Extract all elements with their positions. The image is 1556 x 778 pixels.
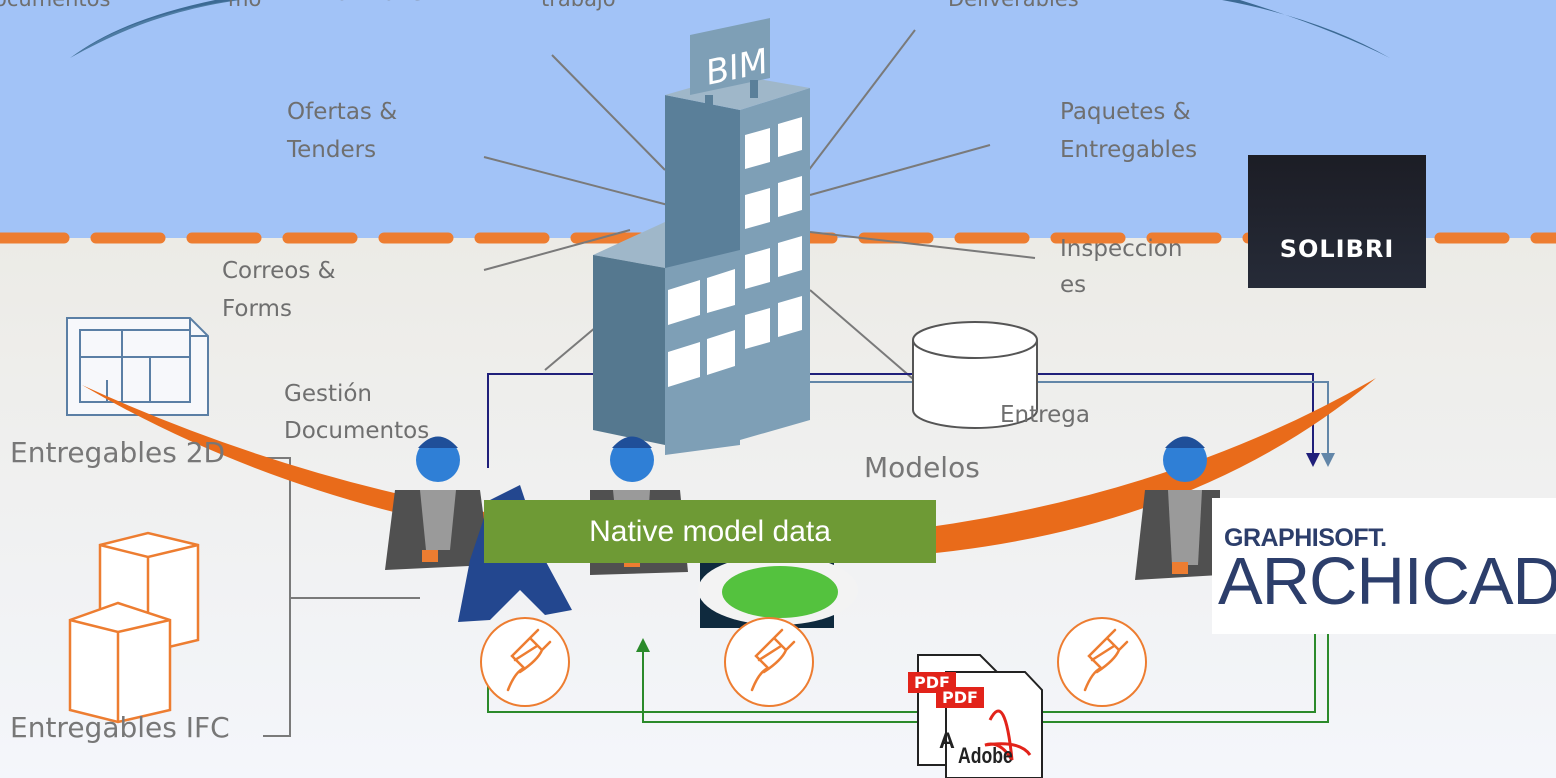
ifc-cubes-icon [68,531,200,724]
label-top-deliverables: Deliverables [948,0,1079,16]
adobe-wordmark: Adobe [958,743,1013,768]
archicad-wordmark: ARCHICAD [1218,544,1556,619]
archicad-logo: GRAPHISOFT. ARCHICAD [1212,498,1556,634]
graphisoft-wordmark: GRAPHISOFT. [1224,524,1387,552]
label-entregables-ifc: Entregables IFC [10,711,230,744]
database-cylinder [912,321,1038,429]
label-top-mo: mo [228,0,261,16]
label-tenders: Tenders [287,137,377,163]
label-entregables-paquetes: Entregables [1060,137,1198,163]
plug-icon-3 [1057,617,1147,707]
label-entrega: Entrega [1000,402,1090,428]
native-model-data-banner: Native model data [484,500,936,563]
label-inspeccion-es: es [1060,272,1087,298]
pdf-badge-front: PDF [936,687,984,708]
label-ofertas: Ofertas & [287,99,398,125]
plug-icon-1 [480,617,570,707]
solibri-logo: SOLIBRI [1248,155,1426,288]
floor-plan-icon [66,317,209,416]
bim-building [593,18,810,455]
adobe-letter-back: A [939,728,955,753]
person-1 [385,436,490,570]
label-top-trabajo: trabajo [541,0,616,16]
green-arrow-head [636,638,650,652]
solibri-logo-text: SOLIBRI [1279,234,1395,263]
navy-arrow-head [1306,453,1320,467]
label-forms: Forms [222,296,292,322]
steel-arrow-head [1321,453,1335,467]
label-correos: Correos & [222,258,336,284]
label-modelos: Modelos [864,451,980,484]
person-3 [1135,436,1220,580]
label-top-workflows: Workflows [316,0,423,10]
label-gestion: Gestión [284,381,373,407]
label-top-documentos: ocumentos [0,0,110,16]
label-documentos: Documentos [284,418,430,444]
label-paquetes: Paquetes & [1060,99,1191,125]
label-inspeccion: Inspeccion [1060,236,1183,262]
plug-icon-2 [724,617,814,707]
label-entregables-2d: Entregables 2D [10,436,226,469]
native-model-data-text: Native model data [589,514,831,548]
radiating-lines [483,29,1036,386]
